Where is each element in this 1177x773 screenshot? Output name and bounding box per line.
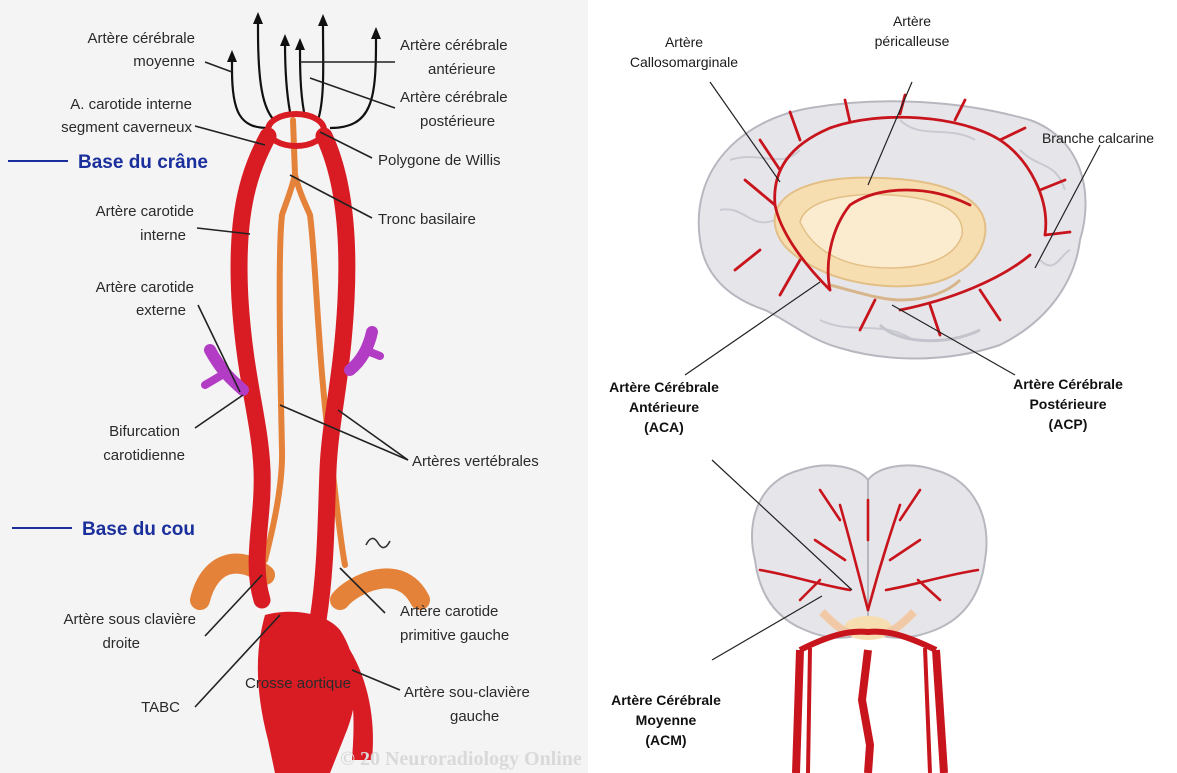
label-acp-line3: (ACP) bbox=[1049, 416, 1088, 432]
label-bifurcation-line1: Bifurcation bbox=[109, 423, 180, 440]
label-tabc: TABC bbox=[141, 699, 180, 716]
label-acm-line2: Moyenne bbox=[636, 712, 697, 728]
label-base-du-crane: Base du crâne bbox=[78, 152, 208, 173]
label-aca-line1: Artère cérébrale bbox=[400, 37, 508, 54]
label-arteres-vertebrales: Artères vertébrales bbox=[412, 453, 539, 470]
brain-hemispheres-coronal bbox=[752, 465, 987, 637]
label-acm-line2: moyenne bbox=[133, 53, 195, 70]
label-acp-line1: Artère Cérébrale bbox=[1013, 376, 1123, 392]
label-aca-line1: Artère Cérébrale bbox=[609, 379, 719, 395]
label-acp-line2: Postérieure bbox=[1029, 396, 1106, 412]
label-aca-line2: antérieure bbox=[428, 61, 496, 78]
label-acm-line1: Artère cérébrale bbox=[87, 30, 195, 47]
label-carotide-interne-line1: Artère carotide bbox=[96, 203, 194, 220]
label-base-du-cou: Base du cou bbox=[82, 519, 195, 540]
label-pericalleuse-line1: Artère bbox=[893, 13, 931, 29]
label-pericalleuse-line2: péricalleuse bbox=[875, 33, 950, 49]
label-cavernous-line2: segment caverneux bbox=[61, 119, 192, 136]
label-aca-line2: Antérieure bbox=[629, 399, 699, 415]
label-sous-claviere-droite-line1: Artère sous clavière bbox=[63, 611, 196, 628]
label-tronc-basilaire: Tronc basilaire bbox=[378, 211, 476, 228]
label-acm-line1: Artère Cérébrale bbox=[611, 692, 721, 708]
label-bifurcation-line2: carotidienne bbox=[103, 447, 185, 464]
label-cavernous-line1: A. carotide interne bbox=[70, 96, 192, 113]
label-carotide-interne-line2: interne bbox=[140, 227, 186, 244]
label-callosomarginale-line1: Artère bbox=[665, 34, 703, 50]
label-acm-line3: (ACM) bbox=[645, 732, 686, 748]
label-acp-line2: postérieure bbox=[420, 113, 495, 130]
watermark: © 20 Neuroradiology Online bbox=[340, 748, 582, 770]
label-branche-calcarine: Branche calcarine bbox=[1042, 130, 1154, 146]
pons bbox=[844, 616, 892, 640]
label-polygone-willis: Polygone de Willis bbox=[378, 152, 501, 169]
label-carotide-primitive-line2: primitive gauche bbox=[400, 627, 509, 644]
label-sous-claviere-gauche-line2: gauche bbox=[450, 708, 499, 725]
label-carotide-primitive-line1: Artère carotide bbox=[400, 603, 498, 620]
label-crosse-aortique: Crosse aortique bbox=[245, 675, 351, 692]
label-callosomarginale-line2: Callosomarginale bbox=[630, 54, 738, 70]
label-aca-line3: (ACA) bbox=[644, 419, 684, 435]
label-acp-line1: Artère cérébrale bbox=[400, 89, 508, 106]
label-sous-claviere-gauche-line1: Artère sou-clavière bbox=[404, 684, 530, 701]
label-carotide-externe-line1: Artère carotide bbox=[96, 279, 194, 296]
label-sous-claviere-droite-line2: droite bbox=[102, 635, 140, 652]
label-carotide-externe-line2: externe bbox=[136, 302, 186, 319]
external-carotid-branch bbox=[365, 350, 380, 356]
